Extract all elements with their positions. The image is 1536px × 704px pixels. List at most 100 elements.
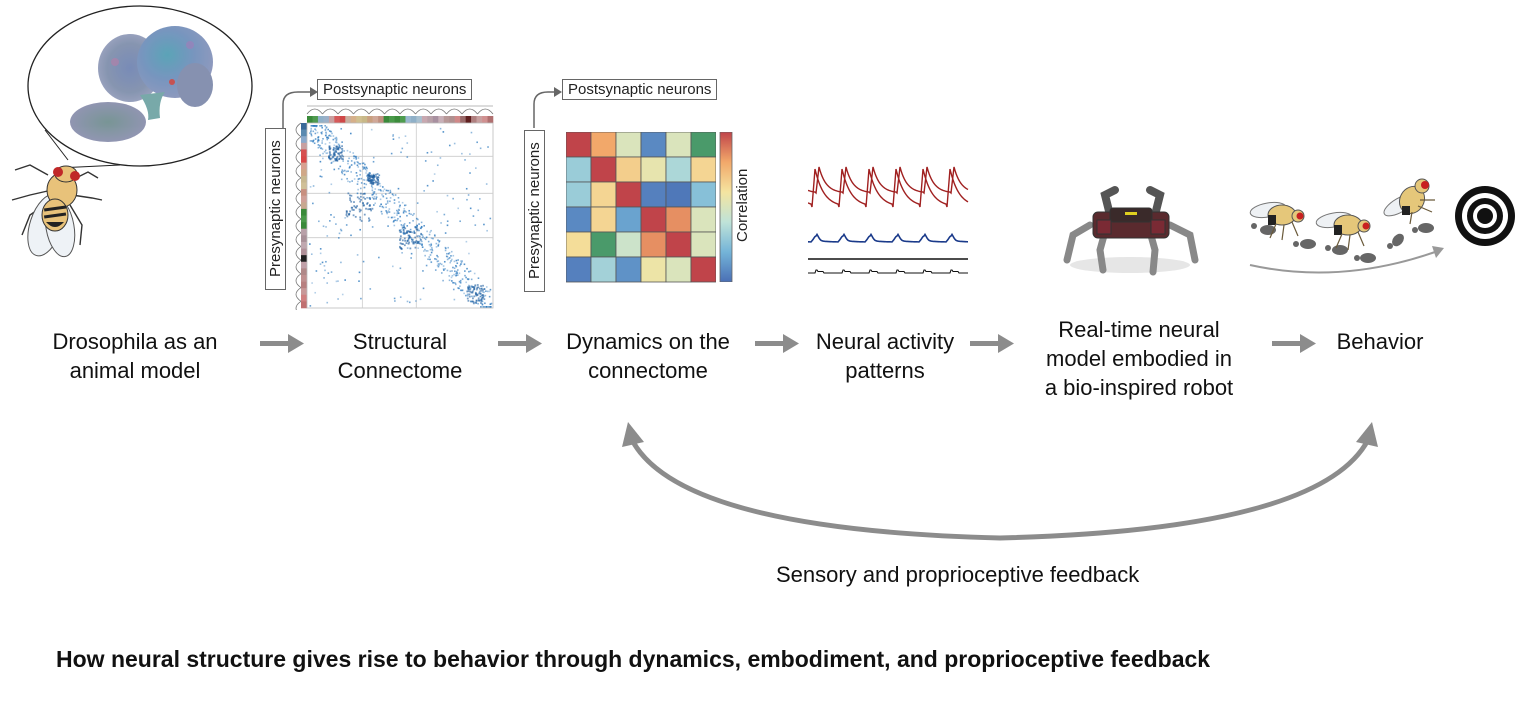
connection-dot: [404, 227, 407, 230]
connection-dot: [374, 180, 377, 183]
connection-dot: [385, 206, 387, 209]
connection-dot: [474, 301, 477, 304]
connection-dot: [408, 212, 411, 215]
connection-dot: [451, 280, 453, 282]
connection-dot: [353, 157, 355, 160]
connection-dot: [385, 211, 388, 213]
band-cell: [345, 116, 352, 123]
connection-dot: [437, 263, 440, 265]
connection-dot: [448, 275, 451, 277]
connection-dot: [378, 174, 381, 177]
dynamics-postsynaptic-label: Postsynaptic neurons: [562, 79, 718, 100]
connection-dot: [343, 173, 346, 176]
connection-dot: [319, 175, 322, 178]
connection-dot: [335, 146, 338, 149]
band-cell: [301, 268, 307, 276]
connection-dot: [482, 295, 485, 298]
connection-dot: [311, 125, 314, 127]
connection-dot: [322, 152, 324, 155]
connection-dot: [396, 214, 398, 216]
connection-dot: [320, 169, 323, 171]
connection-dot: [419, 235, 421, 238]
connection-dot: [385, 189, 388, 192]
heatmap-cell: [566, 256, 592, 283]
connection-dot: [377, 183, 379, 186]
activity-trace: [808, 168, 969, 208]
connection-dot: [326, 301, 329, 304]
connection-dot: [402, 210, 405, 212]
connection-dot: [375, 193, 378, 196]
connection-dot: [407, 238, 410, 241]
connection-dot: [368, 219, 371, 222]
connection-dot: [375, 175, 377, 178]
connection-dot: [442, 279, 444, 282]
band-cell: [449, 116, 456, 123]
band-cell: [394, 116, 401, 123]
connection-dot: [350, 234, 352, 237]
connection-dot: [314, 138, 317, 140]
connection-dot: [340, 157, 343, 160]
connection-dot: [330, 154, 333, 156]
connection-dot: [312, 202, 314, 205]
heatmap-cell: [566, 132, 592, 158]
connection-dot: [336, 155, 339, 158]
connection-dot: [464, 274, 466, 277]
connection-dot: [402, 211, 405, 214]
connection-dot: [368, 197, 371, 199]
hexapod-robot-icon: [1063, 186, 1199, 276]
connection-dot: [348, 213, 350, 216]
connection-dot: [363, 186, 366, 189]
connection-dot: [447, 257, 450, 260]
connection-dot: [309, 243, 311, 245]
connection-dot: [418, 229, 420, 232]
connection-dot: [353, 162, 356, 165]
connection-dot: [358, 197, 361, 200]
connection-dot: [485, 306, 488, 308]
connection-dot: [398, 201, 400, 203]
connection-dot: [470, 284, 473, 287]
heatmap-cell: [590, 181, 617, 208]
connection-dot: [368, 172, 371, 174]
connection-dot: [322, 225, 325, 228]
connection-dot: [460, 261, 463, 264]
connection-dot: [398, 229, 401, 232]
connection-dot: [486, 290, 489, 293]
connection-dot: [366, 167, 368, 170]
connection-dot: [336, 157, 338, 160]
connection-dot: [397, 210, 399, 213]
connection-dot: [310, 133, 313, 135]
connection-dot: [467, 299, 470, 302]
connection-dot: [325, 132, 328, 135]
connection-dot: [398, 136, 400, 139]
connection-dot: [429, 231, 431, 233]
connection-dot: [419, 298, 422, 301]
connection-dot: [403, 237, 406, 240]
connection-dot: [430, 237, 433, 240]
connection-dot: [466, 297, 469, 300]
connection-dot: [466, 290, 469, 293]
connection-dot: [432, 237, 434, 240]
connection-dot: [418, 240, 421, 243]
connection-dot: [373, 181, 376, 184]
stage-label-robot: Real-time neural model embodied in a bio…: [1024, 315, 1254, 402]
stage-label-dynamics: Dynamics on the connectome: [548, 327, 748, 385]
connection-dot: [359, 209, 362, 212]
callout-line: [44, 129, 69, 161]
connection-dot: [442, 265, 445, 267]
connection-dot: [446, 220, 449, 223]
feedback-arrow: [622, 422, 1378, 541]
connection-dot: [375, 181, 378, 184]
connection-dot: [402, 243, 404, 245]
connection-dot: [484, 302, 486, 305]
connection-dot: [437, 260, 440, 262]
connection-dot: [453, 267, 456, 270]
connection-dot: [483, 298, 486, 301]
band-cell: [301, 129, 307, 137]
heatmap-cell: [615, 256, 642, 283]
connection-dot: [464, 270, 466, 272]
connection-dot: [334, 141, 337, 144]
connection-dot: [387, 189, 389, 192]
dendrogram-arc: [295, 204, 302, 220]
connection-dot: [363, 166, 366, 169]
connection-dot: [322, 157, 324, 160]
